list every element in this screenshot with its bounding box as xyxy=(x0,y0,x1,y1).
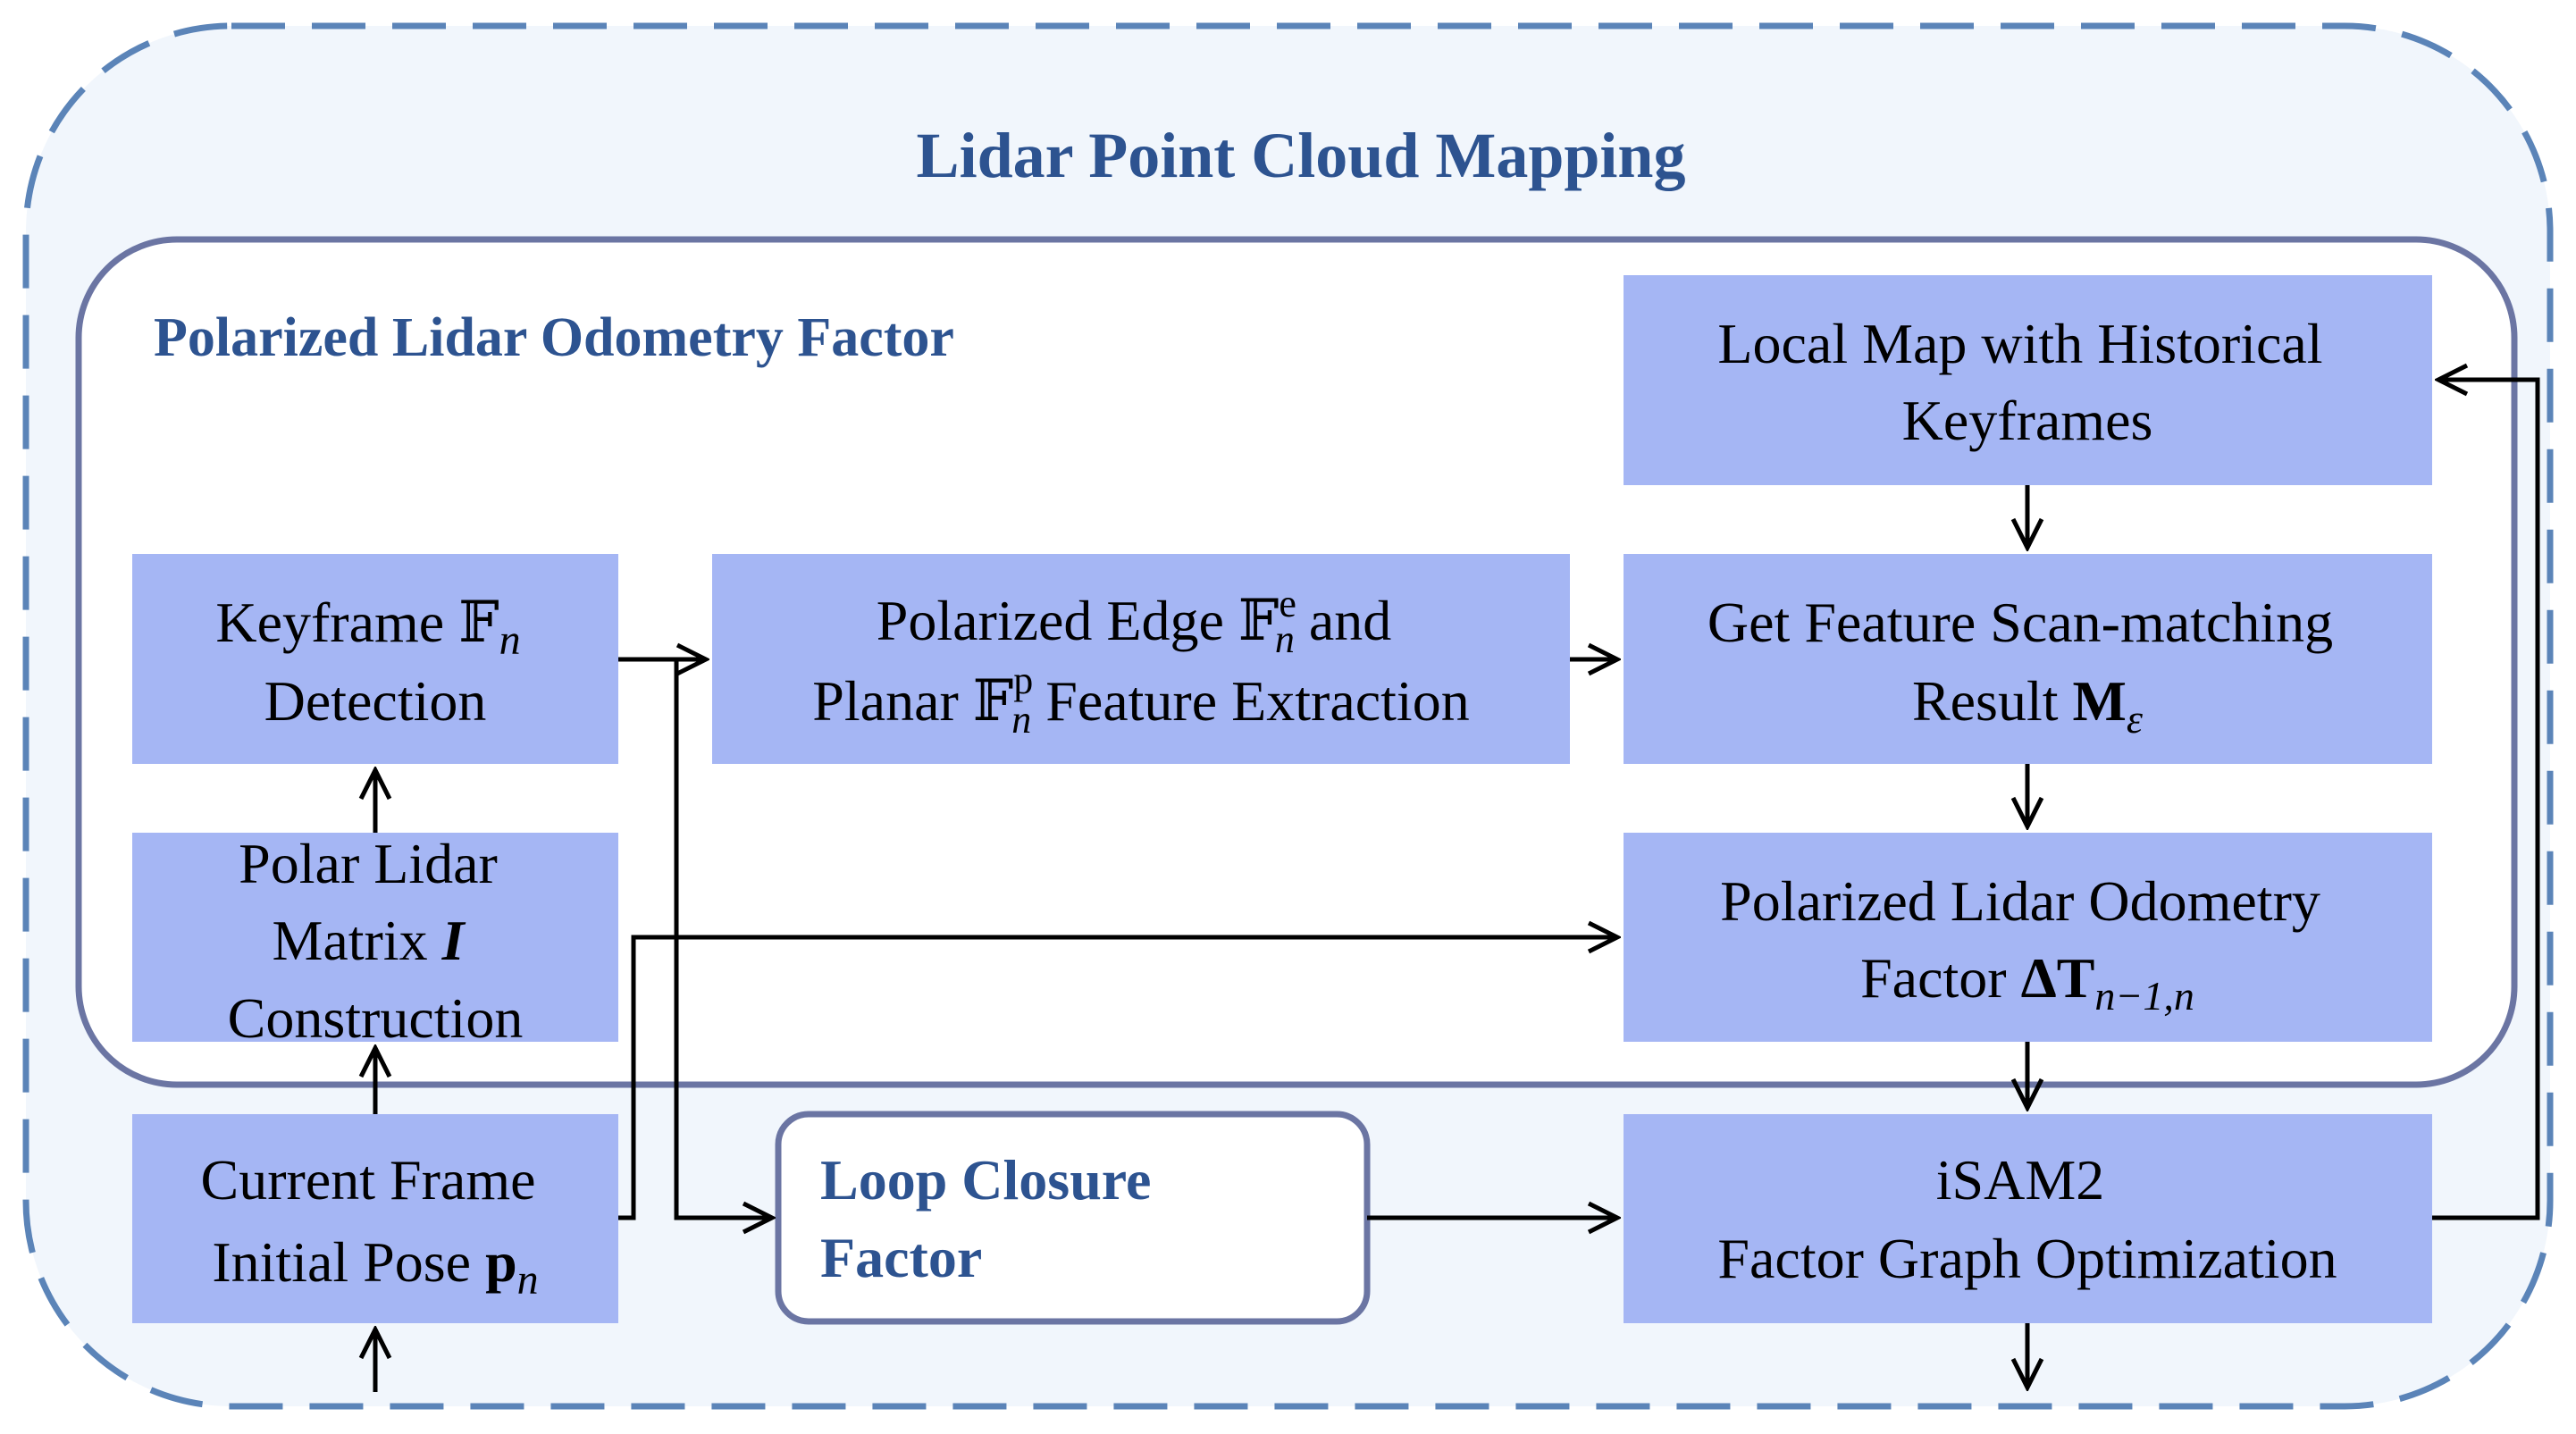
local-map-label: Local Map with Historical Keyframes xyxy=(1717,312,2337,452)
isam2-label: iSAM2 Factor Graph Optimization xyxy=(1717,1148,2337,1290)
scan-matching-box xyxy=(1624,554,2432,764)
current-frame-label: Current Frame Initial Pose pn xyxy=(201,1148,550,1304)
arrow-current-to-odometry xyxy=(618,937,1617,1220)
polar-matrix-box xyxy=(132,833,618,1042)
odometry-factor-label: Polarized Lidar Odometry Factor ΔTn−1,n xyxy=(1720,869,2335,1019)
arrow-keyframe-to-loop xyxy=(674,659,772,1218)
keyframe-detection-label: Keyframe 𝔽n Detection xyxy=(215,591,534,733)
arrow-isam2-to-localmap xyxy=(2432,380,2540,1220)
odometry-factor-box xyxy=(1624,833,2432,1042)
outer-title: Lidar Point Cloud Mapping xyxy=(917,120,1686,191)
feature-extraction-box xyxy=(712,554,1570,764)
loop-closure-box xyxy=(775,1111,1371,1325)
polar-matrix-label: Polar Lidar Matrix I Construction xyxy=(228,832,524,1050)
local-map-box xyxy=(1624,275,2432,485)
loop-closure-label: Loop Closure Factor xyxy=(820,1148,1165,1289)
scan-matching-label: Get Feature Scan-matching Result Mε xyxy=(1708,591,2347,742)
current-frame-box xyxy=(132,1114,618,1323)
keyframe-detection-box xyxy=(132,554,618,764)
isam2-box xyxy=(1624,1114,2432,1323)
inner-title: Polarized Lidar Odometry Factor xyxy=(154,307,954,368)
